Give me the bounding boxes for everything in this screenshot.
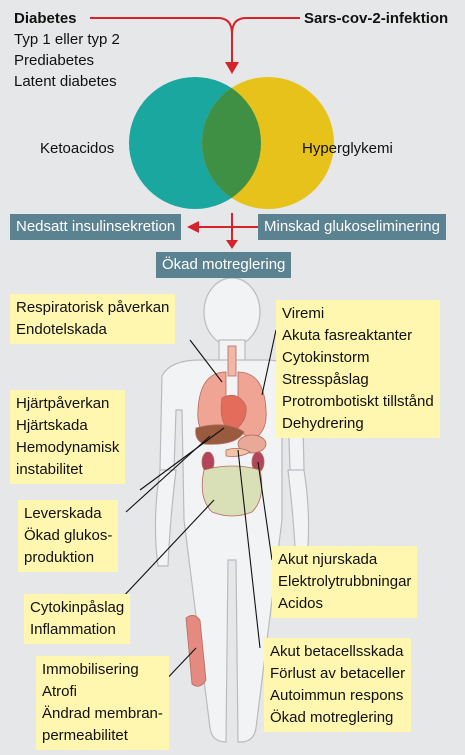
- box-line: Dehydrering: [282, 413, 434, 435]
- box-line: produktion: [24, 547, 112, 569]
- box-line: Ökad glukos-: [24, 525, 112, 547]
- diabetes-group: Diabetes Typ 1 eller typ 2 Prediabetes L…: [14, 8, 120, 92]
- box-line: Cytokinstorm: [282, 347, 434, 369]
- diabetes-title: Diabetes: [14, 8, 120, 29]
- venn-right-label: Hyperglykemi: [302, 138, 393, 159]
- venn-left-label: Ketoacidos: [40, 138, 114, 159]
- box-liver: Leverskada Ökad glukos- produktion: [18, 500, 118, 572]
- down-arrowhead: [225, 62, 239, 74]
- intestines: [202, 466, 262, 516]
- trachea: [228, 346, 236, 376]
- box-line: Cytokinpåslag: [30, 597, 124, 619]
- box-line: Viremi: [282, 303, 434, 325]
- box-line: Autoimmun respons: [270, 685, 405, 707]
- box-line: permeabilitet: [42, 725, 163, 747]
- box-line: Respiratorisk påverkan: [16, 297, 169, 319]
- box-line: Inflammation: [30, 619, 124, 641]
- diabetes-item: Latent diabetes: [14, 71, 120, 92]
- mechanism-glucose: Minskad glukoseliminering: [258, 214, 446, 240]
- arrowhead-left: [187, 221, 199, 233]
- box-line: Förlust av betaceller: [270, 663, 405, 685]
- box-line: Ökad motreglering: [270, 707, 405, 729]
- diabetes-item: Typ 1 eller typ 2: [14, 29, 120, 50]
- box-line: Acidos: [278, 593, 411, 615]
- box-line: Akuta fasreaktanter: [282, 325, 434, 347]
- box-line: Protrombotiskt tillstånd: [282, 391, 434, 413]
- box-line: Hjärtpåverkan: [16, 393, 119, 415]
- box-line: instabilitet: [16, 459, 119, 481]
- box-beta-cells: Akut betacellsskada Förlust av betacelle…: [264, 638, 411, 732]
- top-arrows: [90, 18, 300, 62]
- diabetes-item: Prediabetes: [14, 50, 120, 71]
- box-line: Stresspåslag: [282, 369, 434, 391]
- box-kidney: Akut njurskada Elektrolytrubbningar Acid…: [272, 546, 417, 618]
- box-line: Hjärtskada: [16, 415, 119, 437]
- box-cytokine: Cytokinpåslag Inflammation: [24, 594, 130, 644]
- box-line: Elektrolytrubbningar: [278, 571, 411, 593]
- box-line: Leverskada: [24, 503, 112, 525]
- box-line: Akut njurskada: [278, 549, 411, 571]
- box-line: Endotelskada: [16, 319, 169, 341]
- mechanism-insulin: Nedsatt insulinsekretion: [10, 214, 181, 240]
- box-respiratory: Respiratorisk påverkan Endotelskada: [10, 294, 175, 344]
- box-heart: Hjärtpåverkan Hjärtskada Hemodynamisk in…: [10, 390, 125, 484]
- box-line: Ändrad membran-: [42, 703, 163, 725]
- infection-title: Sars-cov-2-infektion: [304, 8, 448, 29]
- mechanism-counterregulation: Ökad motreglering: [156, 252, 291, 278]
- box-line: Akut betacellsskada: [270, 641, 405, 663]
- box-line: Atrofi: [42, 681, 163, 703]
- box-line: Immobilisering: [42, 659, 163, 681]
- box-systemic: Viremi Akuta fasreaktanter Cytokinstorm …: [276, 300, 440, 438]
- box-muscle: Immobilisering Atrofi Ändrad membran- pe…: [36, 656, 169, 750]
- arrowhead-down: [226, 240, 238, 249]
- box-line: Hemodynamisk: [16, 437, 119, 459]
